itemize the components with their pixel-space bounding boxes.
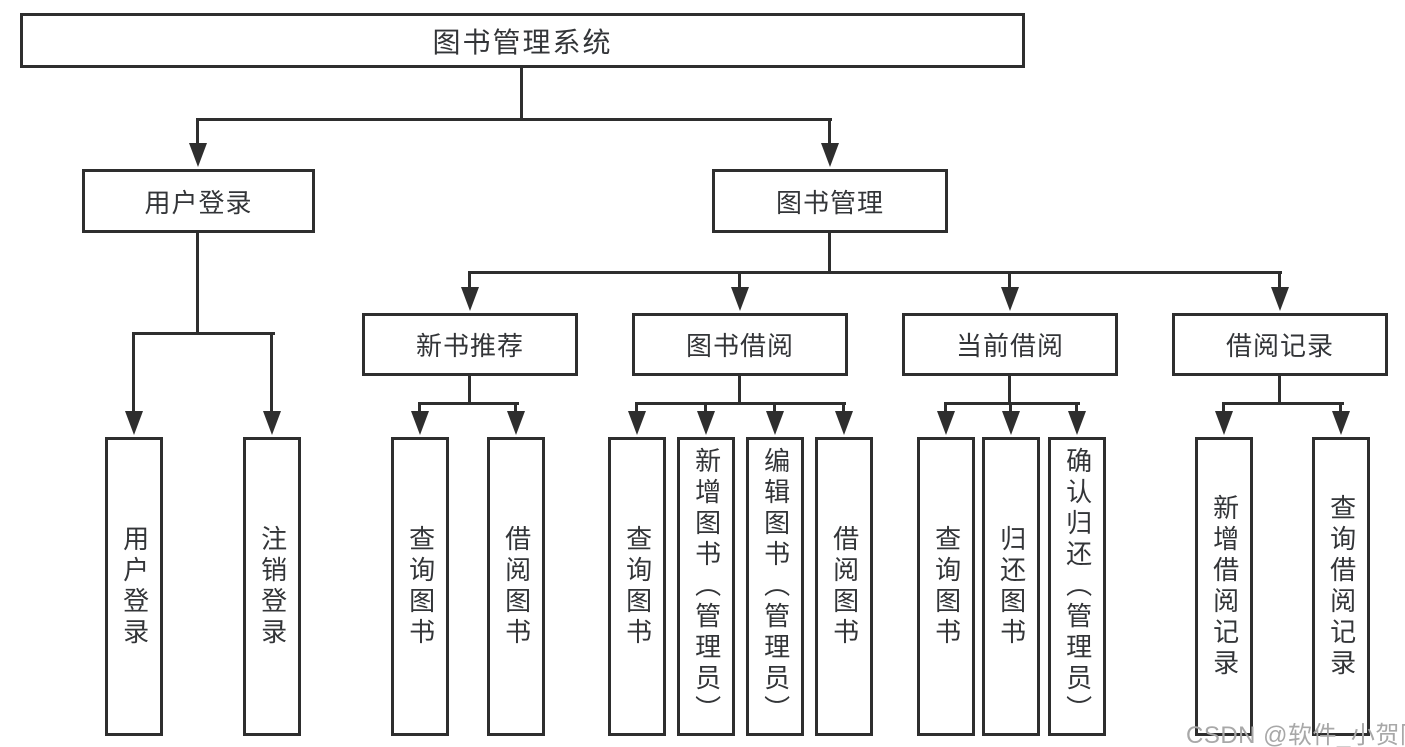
leaf-label: 新增图书（管理员） [691,447,722,726]
leaf-label: 新增借阅记录 [1209,493,1240,680]
leaf-label: 归还图书 [996,524,1027,649]
node-borrowing-records: 借阅记录 [1172,313,1388,376]
connector-line [635,402,638,416]
connector-line [418,402,519,405]
connector-line [1222,402,1225,416]
connector-line [196,232,199,335]
arrow-down-icon [937,411,955,435]
arrow-down-icon [731,287,749,311]
leaf-query-books-current: 查询图书 [917,437,975,736]
leaf-label: 用户登录 [119,524,150,649]
leaf-query-books-borrowing: 查询图书 [608,437,666,736]
connector-line [418,402,421,416]
leaf-confirm-return-admin: 确认归还（管理员） [1048,437,1106,736]
leaf-label: 借阅图书 [829,524,860,649]
node-current-borrowing: 当前借阅 [902,313,1118,376]
connector-line [1339,402,1342,416]
leaf-label: 查询借阅记录 [1326,493,1357,680]
arrow-down-icon [125,411,143,435]
arrow-down-icon [835,411,853,435]
leaf-query-borrow-record: 查询借阅记录 [1312,437,1370,736]
arrow-down-icon [1271,287,1289,311]
leaf-label: 注销登录 [257,524,288,649]
connector-line [773,402,776,416]
connector-line [468,375,471,405]
leaf-label: 确认归还（管理员） [1062,447,1093,726]
arrow-down-icon [189,143,207,167]
leaf-edit-books-admin: 编辑图书（管理员） [746,437,804,736]
leaf-logout: 注销登录 [243,437,301,736]
connector-line [520,68,523,120]
connector-line [468,271,471,289]
arrow-down-icon [507,411,525,435]
arrow-down-icon [263,411,281,435]
watermark: CSDN @软件_小贺同学 [1186,722,1405,747]
connector-line [1278,375,1281,405]
arrow-down-icon [628,411,646,435]
arrow-down-icon [1001,287,1019,311]
node-label: 用户登录 [144,187,253,218]
connector-line [514,402,517,416]
node-label: 图书管理 [775,187,884,218]
connector-line [828,118,831,146]
connector-line [196,118,199,146]
connector-line [738,375,741,405]
connector-line [944,402,947,416]
leaf-label: 查询图书 [622,524,653,649]
leaf-label: 查询图书 [405,524,436,649]
connector-line [635,402,846,405]
connector-line [1278,271,1281,289]
arrow-down-icon [1332,411,1350,435]
node-book-management: 图书管理 [712,169,948,233]
node-book-borrowing: 图书借阅 [632,313,848,376]
node-label: 图书借阅 [685,331,794,361]
connector-line [1008,375,1011,405]
node-user-login: 用户登录 [82,169,315,233]
leaf-query-books-recommend: 查询图书 [391,437,449,736]
connector-line [1009,402,1012,416]
node-label: 图书管理系统 [432,26,613,58]
connector-line [132,332,275,335]
connector-line [842,402,845,416]
arrow-down-icon [1215,411,1233,435]
node-label: 当前借阅 [955,331,1064,361]
connector-line [944,402,1080,405]
connector-line [270,332,273,416]
connector-line [738,271,741,289]
node-library-management-system: 图书管理系统 [20,13,1025,68]
connector-line [1008,271,1011,289]
arrow-down-icon [697,411,715,435]
connector-line [196,118,832,121]
arrow-down-icon [821,143,839,167]
arrow-down-icon [411,411,429,435]
connector-line [1075,402,1078,416]
leaf-add-borrow-record: 新增借阅记录 [1195,437,1253,736]
connector-line [132,332,135,416]
arrow-down-icon [1068,411,1086,435]
leaf-label: 查询图书 [931,524,962,649]
arrow-down-icon [766,411,784,435]
connector-line [704,402,707,416]
leaf-user-login: 用户登录 [105,437,163,736]
connector-line [828,232,831,274]
arrow-down-icon [461,287,479,311]
leaf-label: 借阅图书 [501,524,532,649]
leaf-borrow-books-recommend: 借阅图书 [487,437,545,736]
leaf-borrow-books: 借阅图书 [815,437,873,736]
leaf-label: 编辑图书（管理员） [760,447,791,726]
leaf-add-books-admin: 新增图书（管理员） [677,437,735,736]
node-new-book-recommendation: 新书推荐 [362,313,578,376]
leaf-return-books: 归还图书 [982,437,1040,736]
node-label: 新书推荐 [415,331,524,361]
connector-line [468,271,1282,274]
node-label: 借阅记录 [1225,331,1334,361]
connector-line [1222,402,1344,405]
arrow-down-icon [1002,411,1020,435]
